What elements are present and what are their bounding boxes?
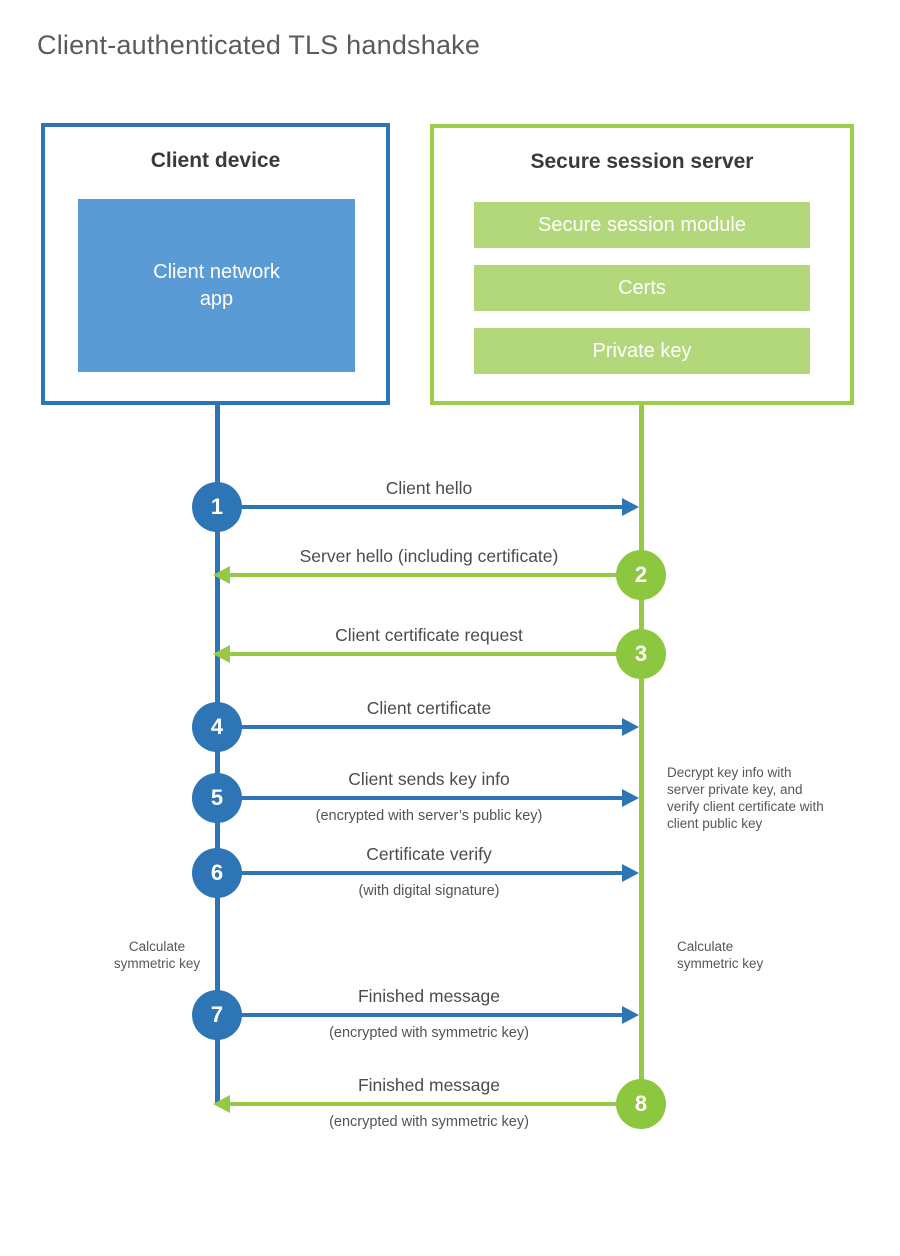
arrow-left-icon (213, 645, 230, 663)
arrow-left-icon (213, 566, 230, 584)
calculate-symmetric-key-note-server: Calculate symmetric key (677, 939, 764, 971)
server-title: Secure session server (530, 150, 754, 173)
step-number-badge: 8 (616, 1079, 666, 1129)
step-number-badge: 7 (192, 990, 242, 1040)
step-number-badge: 4 (192, 702, 242, 752)
step-number-badge: 5 (192, 773, 242, 823)
message-sublabel: (with digital signature) (358, 883, 500, 899)
message-label: Client sends key info (348, 769, 510, 789)
arrow-line (230, 1102, 641, 1106)
client-lifeline (215, 405, 220, 1105)
server-lifeline (639, 405, 644, 1105)
message-sublabel: (encrypted with symmetric key) (329, 1114, 529, 1130)
message-sublabel: (encrypted with server’s public key) (315, 808, 543, 824)
client-network-app-box: Client network app (78, 199, 355, 372)
decrypt-key-note: Decrypt key info with server private key… (667, 765, 824, 831)
server-module-certs: Certs (474, 265, 810, 311)
step-number-badge: 1 (192, 482, 242, 532)
arrow-right-icon (622, 718, 639, 736)
arrow-line (219, 871, 623, 875)
arrow-line (219, 725, 623, 729)
arrow-line (219, 1013, 623, 1017)
arrow-line (230, 652, 641, 656)
arrow-right-icon (622, 1006, 639, 1024)
arrow-right-icon (622, 789, 639, 807)
calculate-symmetric-key-note-client: Calculate symmetric key (113, 939, 201, 971)
arrow-line (219, 505, 623, 509)
message-label: Client certificate request (335, 625, 523, 645)
message-label: Client certificate (366, 698, 492, 718)
message-label: Server hello (including certificate) (299, 546, 559, 566)
server-module-secure-session: Secure session module (474, 202, 810, 248)
message-label: Client hello (385, 478, 473, 498)
arrow-line (219, 796, 623, 800)
message-label: Finished message (357, 1075, 501, 1095)
arrow-line (230, 573, 641, 577)
arrow-left-icon (213, 1095, 230, 1113)
step-number-badge: 6 (192, 848, 242, 898)
server-module-private-key: Private key (474, 328, 810, 374)
message-sublabel: (encrypted with symmetric key) (329, 1025, 529, 1041)
arrow-right-icon (622, 864, 639, 882)
message-label: Certificate verify (366, 844, 492, 864)
page-title: Client-authenticated TLS handshake (37, 30, 481, 60)
client-device-title: Client device (150, 149, 281, 172)
step-number-badge: 2 (616, 550, 666, 600)
arrow-right-icon (622, 498, 639, 516)
step-number-badge: 3 (616, 629, 666, 679)
message-label: Finished message (357, 986, 501, 1006)
